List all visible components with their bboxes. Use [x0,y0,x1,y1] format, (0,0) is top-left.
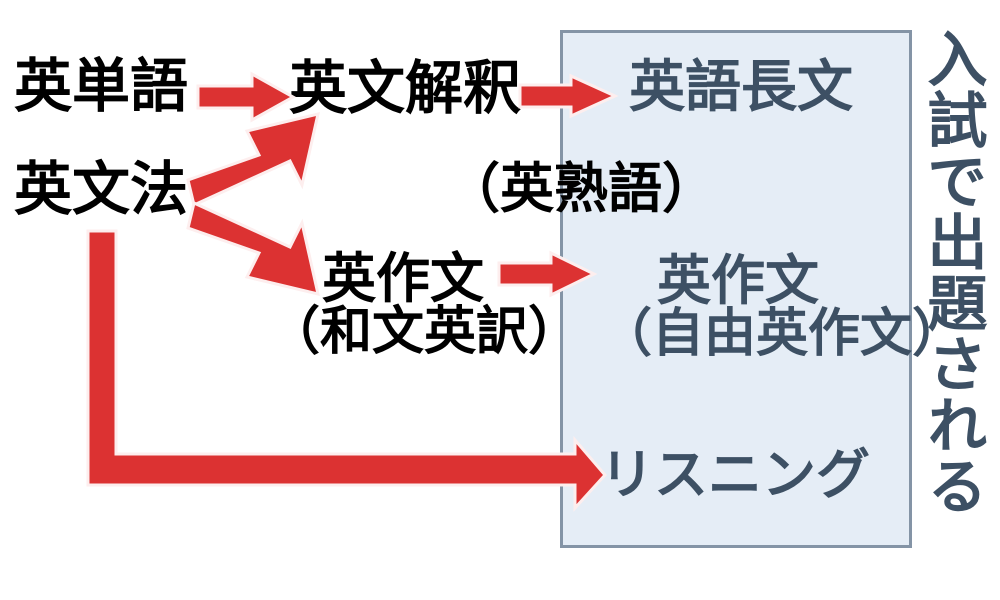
label-grammar: 英文法 [14,155,189,223]
label-composition-line1: 英作文 [322,247,484,310]
arrow-grammar-to-composition [186,200,320,297]
label-free-composition-line2: （自由英作文） [600,304,965,364]
arrow-grammar-to-interpretation [186,111,320,208]
label-long-reading: 英語長文 [629,55,853,120]
arrow-grammar-to-listening [86,229,608,512]
vertical-caption-exam: 入試で出題される [917,28,987,516]
label-interpretation: 英文解釈 [289,54,522,122]
label-vocabulary: 英単語 [14,52,189,120]
arrow-interpretation-to-long-reading [518,73,619,119]
label-free-composition-line1: 英作文 [657,249,819,312]
label-listening: リスニング [600,443,870,506]
label-idioms: （英熟語） [446,157,716,220]
exam-output-box [560,30,912,548]
arrow-composition-to-free-composition [497,250,598,298]
arrow-vocab-to-interpretation [196,71,297,123]
label-composition-line2: （和文英訳） [268,302,581,362]
